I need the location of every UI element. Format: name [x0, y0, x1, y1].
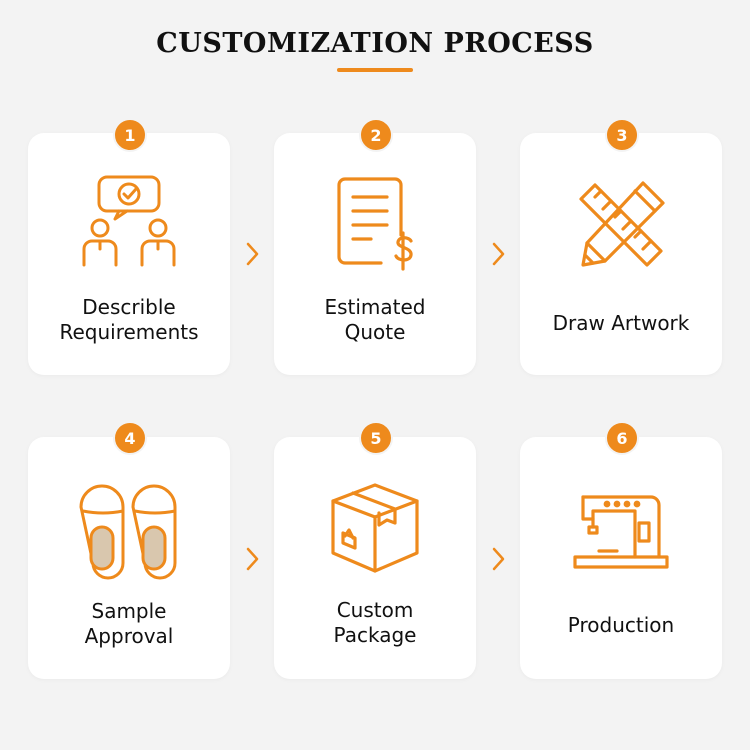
package-box-icon: [331, 483, 419, 573]
step-number-badge: 3: [605, 118, 639, 152]
step-label: Sample Approval: [84, 599, 174, 648]
step-label: Estimated Quote: [324, 295, 426, 344]
slippers-icon: [79, 484, 177, 580]
chevron-right-icon: [492, 547, 505, 571]
step-label: Draw Artwork: [552, 311, 690, 335]
chevron-right-icon: [492, 242, 505, 266]
step-card-5: Custom Package: [274, 437, 476, 679]
step-card-2: Estimated Quote: [274, 133, 476, 375]
title-underline: [337, 68, 413, 72]
pencil-ruler-icon: [579, 181, 665, 267]
step-number-badge: 2: [359, 118, 393, 152]
step-card-3: Draw Artwork: [520, 133, 722, 375]
sewing-machine-icon: [573, 495, 669, 569]
consultation-icon: [82, 175, 176, 267]
step-number-badge: 5: [359, 421, 393, 455]
step-card-6: Production: [520, 437, 722, 679]
step-label: Describle Requirements: [59, 295, 199, 344]
step-card-1: Describle Requirements: [28, 133, 230, 375]
step-number-badge: 1: [113, 118, 147, 152]
quote-document-icon: [337, 177, 413, 271]
step-label: Custom Package: [333, 598, 417, 647]
chevron-right-icon: [246, 242, 259, 266]
step-card-4: Sample Approval: [28, 437, 230, 679]
step-number-badge: 4: [113, 421, 147, 455]
step-number-badge: 6: [605, 421, 639, 455]
chevron-right-icon: [246, 547, 259, 571]
page-title: CUSTOMIZATION PROCESS: [156, 28, 594, 59]
step-label: Production: [567, 613, 675, 637]
